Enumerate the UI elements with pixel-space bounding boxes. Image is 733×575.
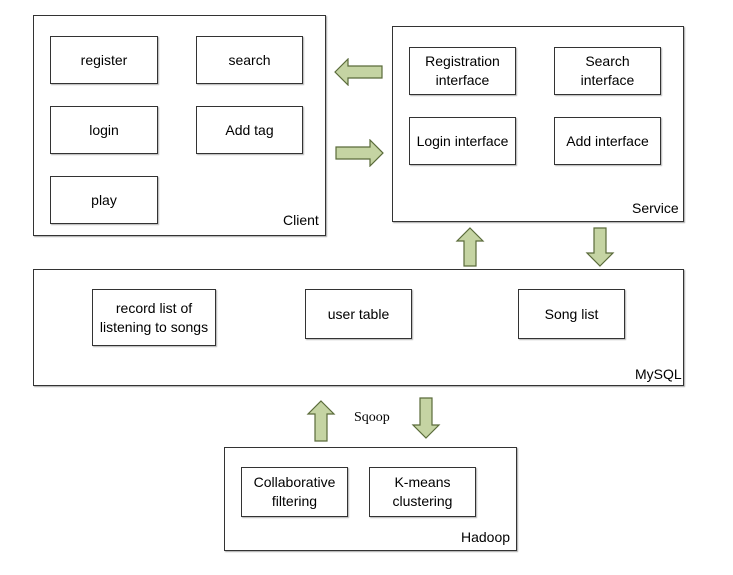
login-interface-box: Login interface bbox=[409, 117, 516, 165]
search-interface-box: Search interface bbox=[554, 47, 661, 95]
arrow-mysql-to-hadoop-icon bbox=[411, 397, 441, 439]
kmeans-clustering-box: K-means clustering bbox=[369, 467, 476, 517]
add-interface-box: Add interface bbox=[554, 117, 661, 165]
arrow-hadoop-to-mysql-icon bbox=[306, 400, 336, 442]
arrow-mysql-to-service-icon bbox=[455, 227, 485, 267]
arrow-client-to-service-icon bbox=[335, 139, 384, 167]
client-label: Client bbox=[283, 212, 319, 228]
search-box: search bbox=[196, 36, 303, 84]
play-box: play bbox=[50, 176, 158, 224]
add-tag-box: Add tag bbox=[196, 106, 303, 154]
arrow-service-to-mysql-icon bbox=[585, 227, 615, 267]
register-box: register bbox=[50, 36, 158, 84]
arrow-service-to-client-icon bbox=[334, 58, 383, 86]
record-list-box: record list of listening to songs bbox=[92, 289, 216, 346]
sqoop-label: Sqoop bbox=[354, 410, 390, 425]
service-label: Service bbox=[632, 200, 679, 216]
mysql-label: MySQL bbox=[635, 366, 682, 382]
hadoop-label: Hadoop bbox=[461, 529, 511, 545]
registration-interface-box: Registration interface bbox=[409, 47, 516, 95]
user-table-box: user table bbox=[305, 289, 412, 339]
collaborative-filtering-box: Collaborative filtering bbox=[241, 467, 348, 517]
song-list-box: Song list bbox=[518, 289, 625, 339]
login-box: login bbox=[50, 106, 158, 154]
